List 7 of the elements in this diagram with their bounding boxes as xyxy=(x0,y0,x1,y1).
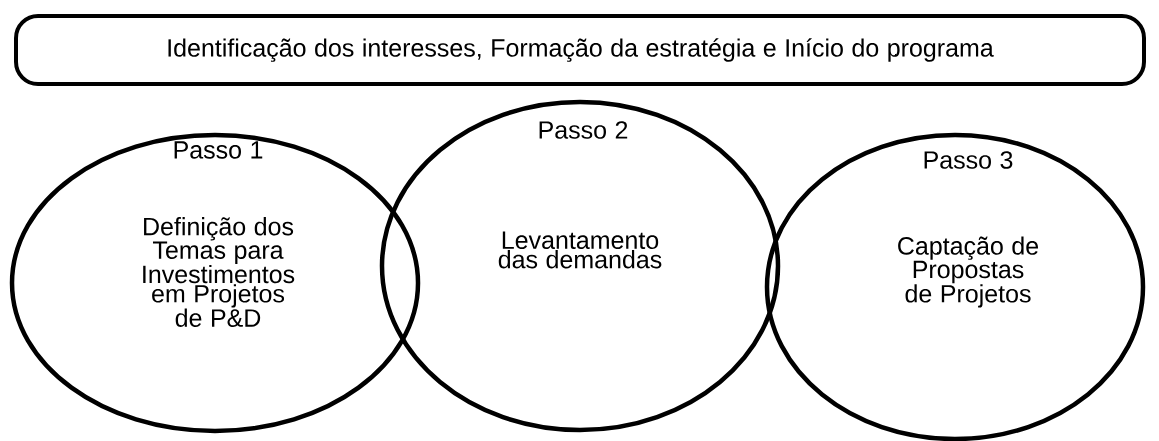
step-description: Levantamento das demandas xyxy=(498,231,662,269)
step-description: Definição dos Temas para Investimentos em Projetos de P&D xyxy=(143,217,295,327)
step-heading: Passo 1 xyxy=(174,141,263,159)
banner-box: Identificação dos interesses, Formação da estratégia e Início do programa xyxy=(14,14,1146,86)
step-heading: Passo 2 xyxy=(539,121,628,139)
step-heading: Passo 3 xyxy=(924,151,1013,169)
step-description: Captação de Propostas de Projetos xyxy=(898,236,1039,308)
